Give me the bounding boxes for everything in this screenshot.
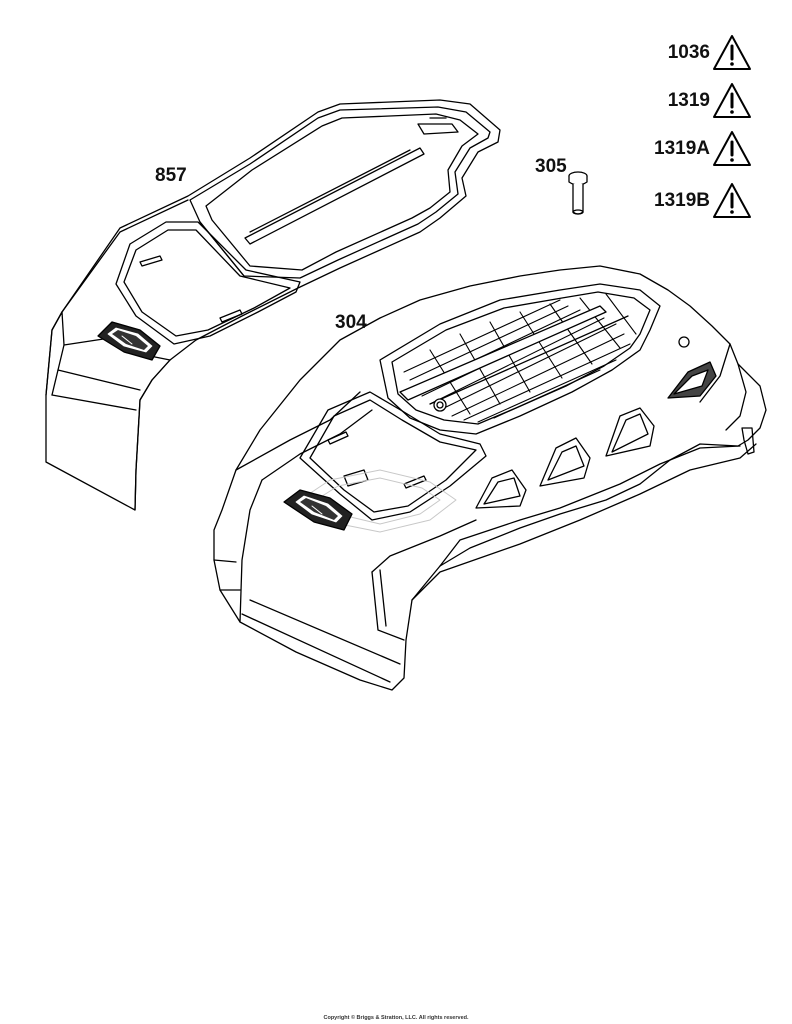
warning-number: 1319 bbox=[667, 90, 710, 111]
engine-shroud-304-drawing bbox=[213, 265, 767, 691]
warning-number: 1319B bbox=[654, 190, 710, 211]
callout-305: 305 bbox=[535, 156, 567, 177]
warning-1319b: 1319B bbox=[654, 182, 752, 220]
warning-triangle-icon bbox=[713, 183, 751, 218]
warning-triangle-icon bbox=[713, 131, 751, 166]
warning-1036: 1036 bbox=[668, 34, 752, 72]
callout-304: 304 bbox=[335, 312, 367, 333]
copyright-footer: Copyright © Briggs & Stratton, LLC. All … bbox=[323, 1015, 469, 1021]
warning-1319a: 1319A bbox=[654, 130, 752, 168]
side-cooling-fins bbox=[475, 361, 717, 509]
warning-triangle-icon bbox=[713, 83, 751, 118]
warning-triangle-icon bbox=[713, 35, 751, 70]
callout-857: 857 bbox=[155, 165, 187, 186]
bolt-305-drawing bbox=[568, 171, 588, 215]
cover-shroud-857-drawing bbox=[45, 99, 501, 511]
logo-badge-304-icon bbox=[283, 489, 353, 531]
warning-number: 1319A bbox=[654, 138, 710, 159]
warning-1319: 1319 bbox=[668, 82, 752, 120]
logo-badge-857-icon bbox=[97, 321, 161, 361]
warning-number: 1036 bbox=[667, 42, 710, 63]
